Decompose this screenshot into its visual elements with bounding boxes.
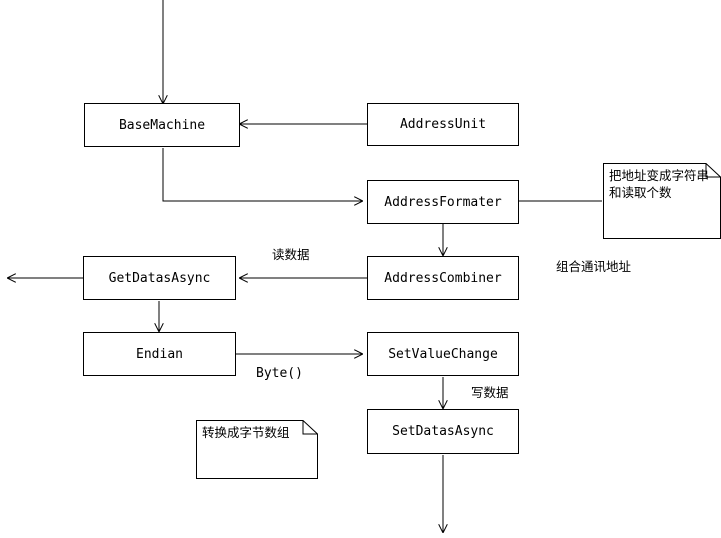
node-addresscombiner[interactable]: AddressCombiner (367, 256, 519, 300)
edge-label-byte-text: Byte() (256, 366, 303, 381)
edge-label-write-data: 写数据 (471, 384, 509, 401)
note-address-to-string-text: 把地址变成字符串和读取个数 (609, 168, 710, 200)
edge-label-combine-address: 组合通讯地址 (556, 258, 636, 275)
edge-basemachine-to-addressformater (162, 148, 362, 201)
node-getdatasasync-label: GetDatasAsync (108, 270, 211, 286)
node-getdatasasync[interactable]: GetDatasAsync (83, 256, 236, 300)
node-setdatasasync[interactable]: SetDatasAsync (367, 409, 519, 454)
node-addressformater-label: AddressFormater (384, 194, 502, 210)
edge-label-read-data: 读数据 (272, 246, 310, 263)
note-address-to-string: 把地址变成字符串和读取个数 (603, 163, 721, 239)
edge-label-byte: Byte() (256, 365, 303, 382)
note-convert-to-bytes-text: 转换成字节数组 (202, 425, 290, 440)
node-addressformater[interactable]: AddressFormater (367, 180, 519, 224)
node-basemachine-label: BaseMachine (118, 117, 206, 133)
node-addressunit[interactable]: AddressUnit (367, 103, 519, 146)
edge-label-write-data-text: 写数据 (471, 385, 509, 400)
node-addressunit-label: AddressUnit (399, 117, 487, 132)
note-convert-to-bytes: 转换成字节数组 (196, 420, 318, 479)
node-setvaluechange-label: SetValueChange (388, 346, 498, 362)
edge-label-read-data-text: 读数据 (272, 247, 310, 262)
node-endian-label: Endian (136, 346, 183, 362)
node-setdatasasync-label: SetDatasAsync (392, 424, 494, 439)
node-endian[interactable]: Endian (83, 332, 236, 376)
edge-label-combine-address-text: 组合通讯地址 (556, 259, 632, 274)
node-setvaluechange[interactable]: SetValueChange (367, 332, 519, 376)
node-basemachine[interactable]: BaseMachine (84, 103, 240, 147)
node-addresscombiner-label: AddressCombiner (384, 270, 502, 286)
